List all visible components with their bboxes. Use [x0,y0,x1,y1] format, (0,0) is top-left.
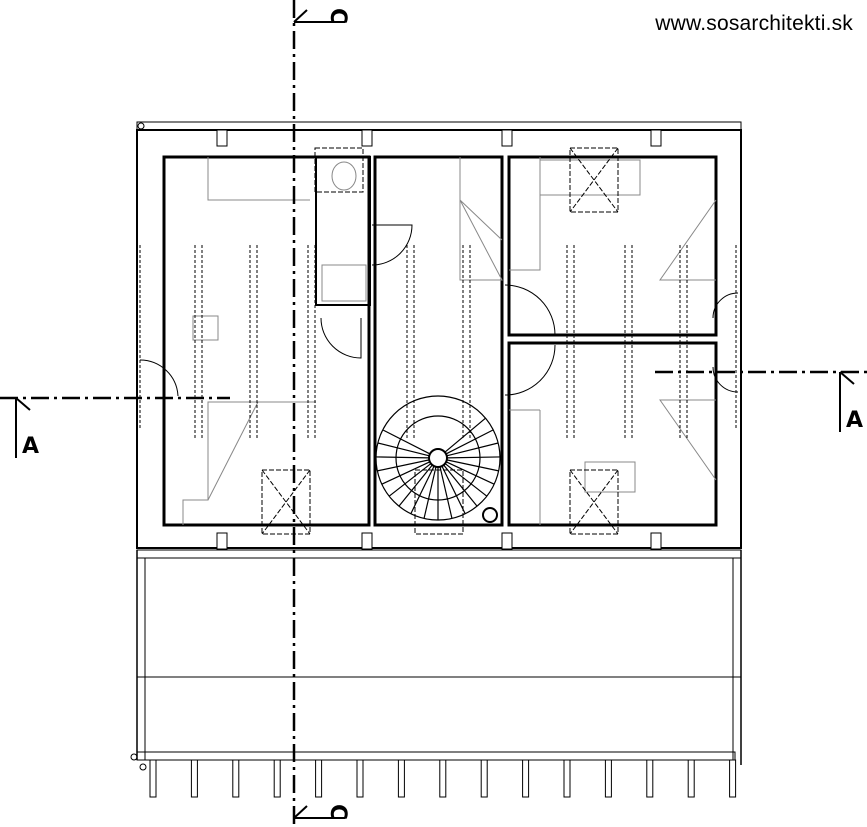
rafter [315,759,323,798]
posts [216,129,662,550]
roof-windows [261,147,619,535]
stair-tread [423,466,437,519]
stair-tread [388,463,432,497]
wall-post [650,129,662,147]
stair-tread [445,429,494,455]
section-label-a-left: A [22,434,39,459]
stair-tread [444,417,486,453]
section-marker-a [15,371,855,458]
roof-window [569,147,619,213]
stair-tread [439,466,453,519]
rafter [190,759,198,798]
stair-tread [446,456,501,459]
section-label-c-top: C [325,8,350,24]
wall-post [501,129,513,147]
room-right-top [507,155,718,337]
section-marker-c-top [293,9,345,23]
stair-tread [446,459,499,472]
spiral-staircase [375,395,501,523]
rafter [604,759,612,798]
bathroom [315,156,371,306]
furniture [182,157,717,525]
website-url: www.sosarchitekti.sk [655,12,853,35]
stair-tread [382,429,431,455]
section-line-a [0,370,867,400]
rafter [273,759,281,798]
roof-window-diagonal [569,469,619,535]
stair-tread [445,461,495,485]
stair-tread [410,465,435,514]
rafter [563,759,571,798]
rafter [356,759,364,798]
room-left [162,155,371,527]
rafter [646,759,654,798]
section-label-c-bottom: C [325,804,350,820]
roof-window [414,469,464,535]
rafter [729,759,737,798]
stair-tread [398,464,433,507]
rafter [149,759,157,798]
stair-tread [443,464,478,507]
room-right-bottom [507,341,718,527]
porch [130,549,742,771]
rafter [480,759,488,798]
rafter [687,759,695,798]
porch-rafters [149,759,737,798]
hall [373,155,504,527]
building-outline [136,121,742,549]
stair-tread [377,459,430,472]
rafter [439,759,447,798]
rooms [162,155,718,527]
doors [139,224,739,397]
rafter [397,759,405,798]
floor-joists [139,245,737,438]
wall-post [361,532,373,550]
stair-tread [441,465,466,514]
wall-post [216,532,228,550]
section-marker-c-bottom [293,805,345,819]
wall-post [216,129,228,147]
section-label-a-right: A [846,408,863,433]
stair-tread [375,456,430,459]
wall-post [501,532,513,550]
roof-window [569,469,619,535]
stair-tread [377,442,430,457]
stair-tread [381,461,431,485]
stair-tread [444,463,488,497]
rafter [522,759,530,798]
roof-window [314,147,364,193]
roof-window-diagonal [569,147,619,213]
wall-post [361,129,373,147]
roof-window-diagonal [261,469,311,535]
wall-post [650,532,662,550]
roof-window [261,469,311,535]
stair-tread [446,442,499,457]
rafter [232,759,240,798]
